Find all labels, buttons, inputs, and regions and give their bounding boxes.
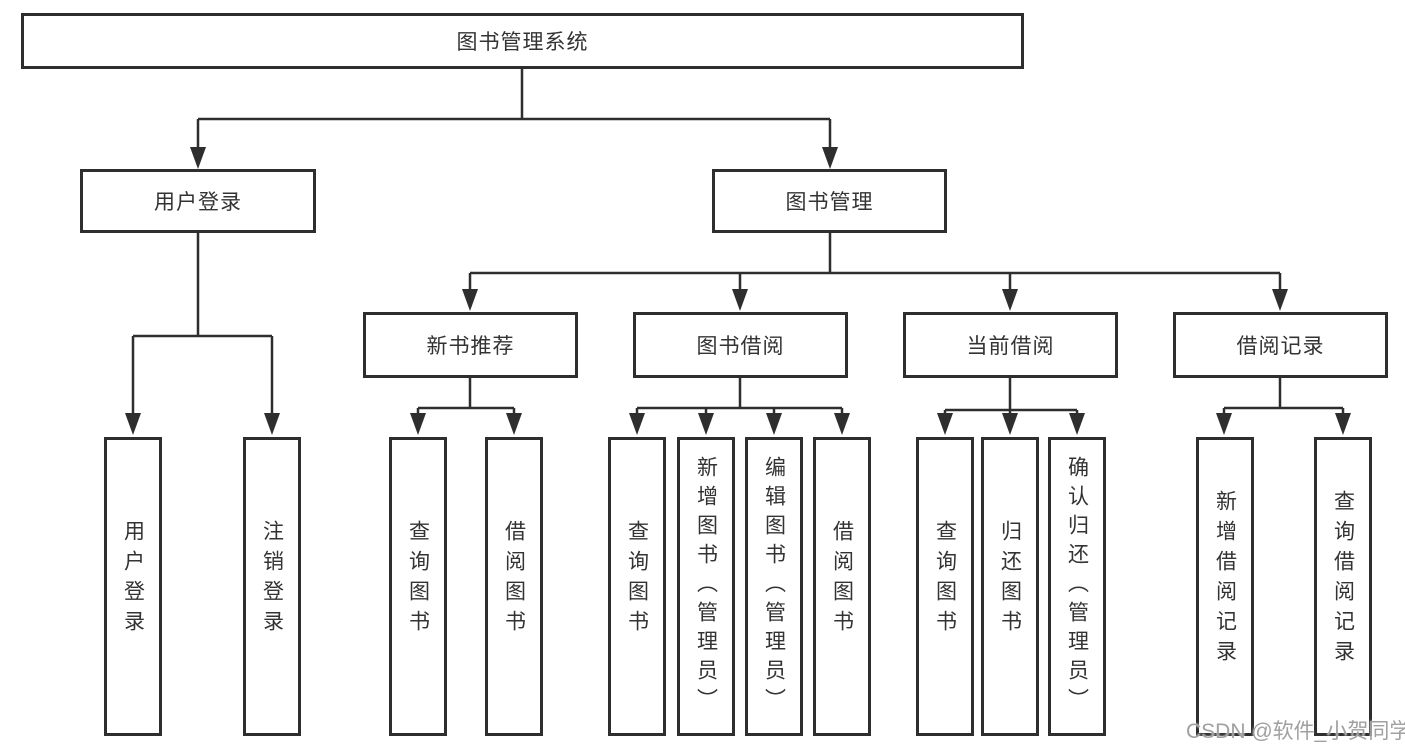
- node-borrowing-records-label: 借阅记录: [1236, 335, 1325, 358]
- node-user-login: 用户登录: [80, 169, 316, 233]
- leaf-add-books-admin-label: 新增图书（管理员）: [694, 456, 718, 717]
- leaf-borrow-books-borrowing-label: 借阅图书: [830, 519, 854, 640]
- node-book-borrowing: 图书借阅: [633, 312, 848, 378]
- connector-book-borrowing-children: [629, 378, 850, 435]
- leaf-query-books-current: 查询图书: [916, 437, 974, 736]
- connector-book-management-children: [462, 233, 1288, 311]
- node-book-management-label: 图书管理: [785, 191, 874, 214]
- leaf-confirm-return-admin-label: 确认归还（管理员）: [1065, 456, 1089, 717]
- node-current-borrowing: 当前借阅: [903, 312, 1118, 378]
- node-borrowing-records: 借阅记录: [1173, 312, 1388, 378]
- node-current-borrowing-label: 当前借阅: [966, 335, 1055, 358]
- leaf-edit-books-admin: 编辑图书（管理员）: [745, 437, 803, 736]
- connector-current-borrowing-children: [937, 378, 1085, 435]
- node-new-book-recommendation: 新书推荐: [363, 312, 578, 378]
- leaf-add-borrow-record: 新增借阅记录: [1196, 437, 1254, 736]
- leaf-query-books-borrowing-label: 查询图书: [625, 519, 649, 640]
- connector-borrowing-records-children: [1216, 378, 1351, 435]
- leaf-borrow-books-recommend-label: 借阅图书: [502, 519, 526, 640]
- leaf-query-books-recommend-label: 查询图书: [406, 519, 430, 640]
- node-user-login-label: 用户登录: [154, 191, 242, 214]
- connector-user-login-children: [125, 233, 280, 435]
- leaf-borrow-books-borrowing: 借阅图书: [813, 437, 871, 736]
- connector-root-to-level2: [190, 69, 838, 169]
- leaf-return-books: 归还图书: [981, 437, 1039, 736]
- leaf-add-borrow-record-label: 新增借阅记录: [1213, 489, 1237, 670]
- leaf-borrow-books-recommend: 借阅图书: [485, 437, 543, 736]
- leaf-query-books-current-label: 查询图书: [933, 519, 957, 640]
- node-new-book-recommendation-label: 新书推荐: [426, 335, 515, 358]
- leaf-confirm-return-admin: 确认归还（管理员）: [1048, 437, 1106, 736]
- leaf-add-books-admin: 新增图书（管理员）: [677, 437, 735, 736]
- leaf-query-borrow-record: 查询借阅记录: [1314, 437, 1372, 736]
- leaf-user-login-label: 用户登录: [121, 519, 145, 640]
- watermark: CSDN @软件_小贺同学: [1186, 720, 1405, 743]
- leaf-logout-label: 注销登录: [260, 519, 284, 640]
- connector-new-book-children: [410, 378, 522, 435]
- node-book-borrowing-label: 图书借阅: [696, 335, 785, 358]
- leaf-user-login: 用户登录: [104, 437, 162, 736]
- node-book-management: 图书管理: [712, 169, 947, 233]
- leaf-return-books-label: 归还图书: [998, 519, 1022, 640]
- leaf-query-books-recommend: 查询图书: [389, 437, 447, 736]
- node-library-system: 图书管理系统: [21, 13, 1024, 69]
- leaf-query-borrow-record-label: 查询借阅记录: [1331, 489, 1355, 670]
- leaf-logout: 注销登录: [243, 437, 301, 736]
- leaf-query-books-borrowing: 查询图书: [608, 437, 666, 736]
- node-library-system-label: 图书管理系统: [456, 31, 589, 54]
- leaf-edit-books-admin-label: 编辑图书（管理员）: [762, 456, 786, 717]
